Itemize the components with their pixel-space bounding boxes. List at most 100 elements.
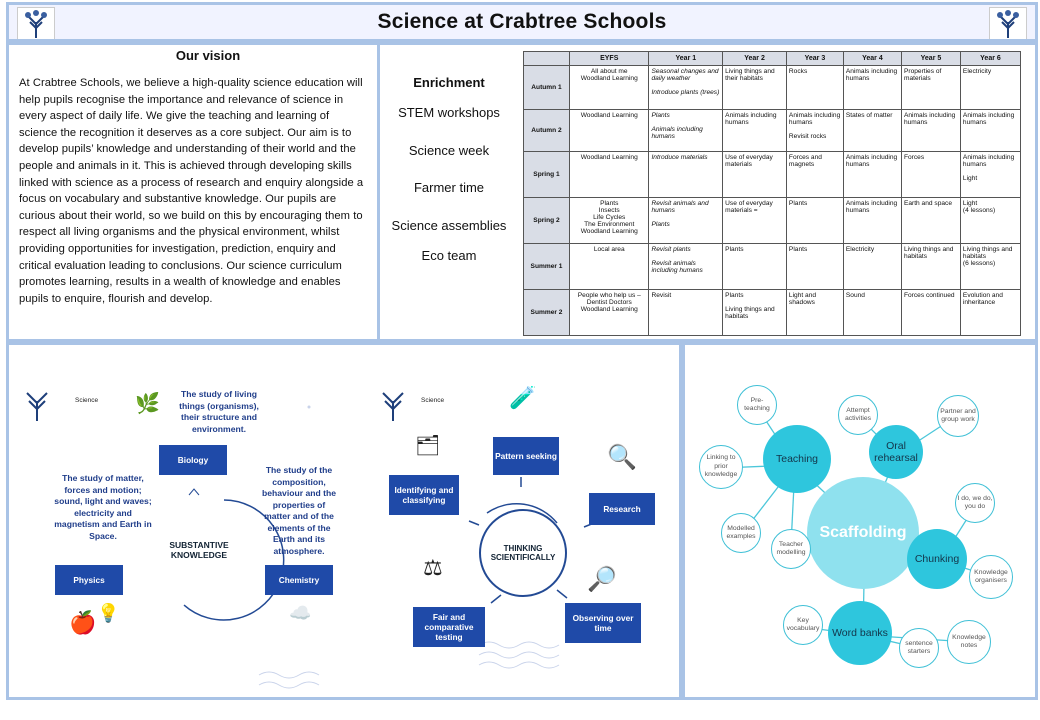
school-logo-left	[17, 7, 55, 39]
leaf-bubble: I do, we do, you do	[955, 483, 995, 523]
table-cell: Living things and their habitats	[722, 65, 787, 110]
term-label: Summer 1	[523, 243, 570, 290]
table-cell: Animals including humans	[959, 109, 1022, 152]
leaf-bubble: sentence starters	[899, 628, 939, 668]
table-cell: Living things and habitats (6 lessons)	[959, 243, 1022, 290]
table-header: Year 6	[959, 51, 1022, 66]
table-cell: Animals including humans	[842, 151, 902, 198]
leaf-bubble: Linking to prior knowledge	[699, 445, 743, 489]
table-cell: Earth and space	[900, 197, 961, 244]
school-logo-right	[989, 7, 1027, 39]
thinking-center: THINKING SCIENTIFICALLY	[479, 509, 567, 597]
vision-body: At Crabtree Schools, we believe a high-q…	[19, 77, 364, 305]
leaf-bubble: Attempt activities	[838, 395, 878, 435]
biology-box: Biology	[159, 445, 227, 475]
table-cell: Forces continued	[900, 289, 961, 336]
biology-desc: The study of living things (organisms), …	[179, 389, 259, 434]
table-cell: Light (4 lessons)	[959, 197, 1022, 244]
table-cell: Forces and magnets	[785, 151, 844, 198]
table-cell: States of matter	[842, 109, 902, 152]
term-label: Autumn 2	[523, 109, 570, 152]
enrichment-item: Farmer time	[413, 180, 485, 195]
table-header: Year 2	[722, 51, 787, 66]
table-cell: Revisit	[648, 289, 724, 336]
knowledge-panel: Science 🌿 The study of living things (or…	[6, 342, 682, 700]
table-cell: Living things and habitats	[900, 243, 961, 290]
leaf-bubble: Teacher modelling	[771, 529, 811, 569]
table-cell: Woodland Learning	[568, 109, 650, 152]
table-cell: Plants	[785, 197, 844, 244]
table-header: Year 4	[842, 51, 902, 66]
table-cell: Use of everyday materials	[722, 151, 787, 198]
pattern-seeking-box: Pattern seeking	[493, 437, 559, 475]
vision-heading: Our vision	[175, 48, 241, 63]
table-header	[523, 51, 570, 66]
classify-icon: 🗂	[415, 435, 441, 457]
table-cell: Rocks	[785, 65, 844, 110]
leaf-bubble: Key vocabulary	[783, 605, 823, 645]
header-banner: Science at Crabtree Schools	[6, 2, 1038, 42]
table-cell: Revisit animals and humans Plants	[648, 197, 724, 244]
test-tubes-icon: 🧪	[509, 385, 537, 410]
hub-teaching: Teaching	[763, 425, 831, 493]
enrichment-item: Science week	[408, 143, 490, 158]
term-label: Summer 2	[523, 289, 570, 336]
table-cell: Introduce materials	[648, 151, 724, 198]
table-cell: Animals including humans Revisit rocks	[785, 109, 844, 152]
term-label: Spring 1	[523, 151, 570, 198]
enrichment-heading: Enrichment	[413, 75, 485, 90]
scaffolding-panel: Scaffolding Teaching Oral rehearsal Chun…	[682, 342, 1038, 700]
leaf-bubble: Modelled examples	[721, 513, 761, 553]
enrichment-item: Eco team	[421, 248, 477, 263]
enrichment-item: STEM workshops	[398, 105, 500, 120]
enrichment-panel: Enrichment STEM workshops Science week F…	[380, 42, 1038, 342]
apple-icon: 🍎	[69, 610, 97, 635]
enrichment-item: Science assemblies	[391, 218, 507, 233]
bulb-icon: 💡	[97, 603, 120, 623]
scaffolding-center: Scaffolding	[807, 477, 919, 589]
table-cell: Animals including humans Light	[959, 151, 1022, 198]
table-cell: Evolution and inheritance	[959, 289, 1022, 336]
page-title: Science at Crabtree Schools	[377, 10, 667, 33]
tree-logo	[19, 387, 55, 423]
research-box: Research	[589, 493, 655, 525]
tree-logo	[375, 387, 411, 423]
scales-icon: ⚖	[423, 555, 443, 580]
leaf-bubble: Knowledge notes	[947, 620, 991, 664]
hub-word-banks: Word banks	[828, 601, 892, 665]
leaf-bubble: Pre- teaching	[737, 385, 777, 425]
table-cell: Electricity	[842, 243, 902, 290]
table-cell: Plants Living things and habitats	[722, 289, 787, 336]
table-cell: Local area	[568, 243, 650, 290]
table-header: EYFS	[568, 51, 650, 66]
chemistry-desc: The study of the composition, behaviour …	[261, 465, 336, 556]
term-label: Autumn 1	[523, 65, 570, 110]
table-cell: Light and shadows	[785, 289, 844, 336]
table-cell: Animals including humans	[842, 65, 902, 110]
chemistry-box: Chemistry	[265, 565, 333, 595]
table-cell: Plants	[722, 243, 787, 290]
table-cell: People who help us – Dentist Doctors Woo…	[568, 289, 650, 336]
observing-box: Observing over time	[565, 603, 641, 643]
term-label: Spring 2	[523, 197, 570, 244]
research-icon: 🔍	[607, 444, 637, 471]
table-cell: Animals including humans	[900, 109, 961, 152]
table-cell: Plants	[785, 243, 844, 290]
table-cell: Sound	[842, 289, 902, 336]
table-cell: Animals including humans	[722, 109, 787, 152]
science-label: Science	[421, 397, 445, 404]
hub-oral-rehearsal: Oral rehearsal	[869, 425, 923, 479]
table-header: Year 3	[785, 51, 844, 66]
substantive-center: SUBSTANTIVE KNOWLEDGE	[169, 540, 229, 560]
table-cell: Forces	[900, 151, 961, 198]
physics-desc: The study of matter, forces and motion; …	[54, 473, 152, 541]
chemistry-icon: ☁️	[289, 603, 312, 623]
table-cell: All about me Woodland Learning	[568, 65, 650, 110]
science-label: Science	[75, 397, 99, 404]
